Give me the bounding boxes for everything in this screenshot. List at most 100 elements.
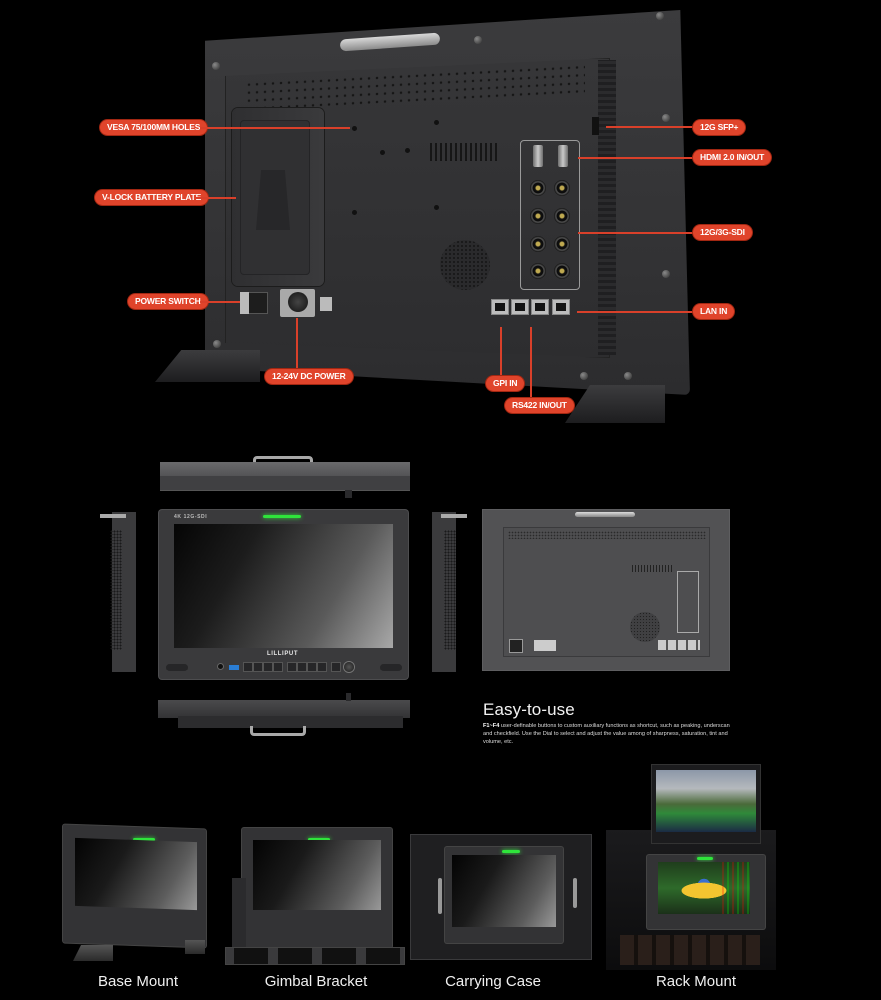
- dial-knob-top: [345, 490, 352, 498]
- f4-button[interactable]: [318, 663, 326, 671]
- mount-label-base: Base Mount: [97, 973, 179, 990]
- vesa-hole: [380, 150, 385, 155]
- leader-line: [296, 318, 298, 370]
- leader-line: [200, 127, 350, 129]
- f2-button[interactable]: [298, 663, 306, 671]
- callout-rs422: RS422 IN/OUT: [505, 398, 574, 413]
- leader-line: [196, 197, 236, 199]
- leader-line: [578, 157, 694, 159]
- feature-title: Easy-to-use: [483, 700, 575, 719]
- tally-light: [263, 515, 301, 518]
- vesa-hole: [352, 210, 357, 215]
- vesa-hole: [405, 148, 410, 153]
- carrying-case-screen: [452, 855, 556, 927]
- f1-button[interactable]: [288, 663, 296, 671]
- usb-port: [229, 665, 239, 670]
- screw-icon: [474, 36, 482, 44]
- front-speaker-right: [380, 664, 402, 671]
- stand-foot-left: [155, 350, 260, 382]
- base-foot: [73, 945, 113, 961]
- feature-lead: F1~F4: [483, 723, 500, 729]
- rs422-out-port: [531, 299, 549, 315]
- leader-line: [500, 327, 502, 377]
- case-handle: [573, 878, 577, 908]
- vent-slots: [430, 143, 500, 161]
- sdi-bnc-port: [530, 180, 546, 196]
- rack-equipment: [620, 935, 760, 965]
- parrot-image: [658, 862, 750, 914]
- rs422-in-port: [511, 299, 529, 315]
- callout-power-switch: POWER SWITCH: [128, 294, 208, 309]
- side-vent-dots: [444, 530, 456, 650]
- rear-small-power-switch: [510, 640, 522, 652]
- gimbal-arm: [232, 878, 246, 953]
- xlr-4pin-connector: [288, 292, 308, 312]
- gimbal-bracket-screen: [253, 840, 381, 910]
- callout-gpi: GPI IN: [486, 376, 525, 391]
- tally-light: [502, 850, 520, 853]
- callout-sdi: 12G/3G-SDI: [693, 225, 752, 240]
- vesa-hole: [434, 120, 439, 125]
- mount-label-rack: Rack Mount: [655, 973, 737, 990]
- screw-icon: [662, 270, 670, 278]
- sdi-bnc-port: [554, 208, 570, 224]
- sdi-bnc-port: [530, 263, 546, 279]
- brand-logo: LILLIPUT: [267, 651, 299, 657]
- headphone-jack: [218, 664, 223, 669]
- dial-knob[interactable]: [344, 662, 354, 672]
- leader-line: [530, 327, 532, 399]
- io-panel: [520, 140, 580, 290]
- leader-line: [577, 311, 694, 313]
- rear-small-dc-port: [534, 640, 556, 651]
- model-badge: 4K 12G-SDI: [174, 514, 208, 520]
- feature-text: user-definable buttons to custom auxilia…: [483, 723, 730, 746]
- screw-icon: [212, 62, 220, 70]
- gimbal-base-tray: [226, 948, 404, 964]
- front-speaker-left: [166, 664, 188, 671]
- leader-line: [578, 232, 694, 234]
- stand-foot-right: [565, 385, 665, 423]
- callout-lan: LAN IN: [693, 304, 735, 319]
- rear-small-speaker: [630, 612, 660, 642]
- leader-line: [606, 126, 694, 128]
- waveform-overlay: [722, 862, 750, 914]
- tally-light: [697, 857, 713, 860]
- f3-button[interactable]: [308, 663, 316, 671]
- callout-dc-power: 12-24V DC POWER: [265, 369, 353, 384]
- tally-light: [308, 838, 330, 841]
- side-handle: [100, 514, 126, 518]
- base-mount-screen: [75, 837, 197, 911]
- lan-port: [552, 299, 570, 315]
- mount-label-gimbal: Gimbal Bracket: [264, 973, 368, 990]
- speaker-grille: [440, 240, 490, 290]
- front-button[interactable]: [264, 663, 272, 671]
- sdi-bnc-port: [530, 236, 546, 252]
- rear-small-handle: [575, 512, 635, 517]
- front-button[interactable]: [254, 663, 262, 671]
- dial-knob-bottom: [346, 693, 351, 701]
- dc-rating-label: [320, 297, 332, 311]
- menu-button[interactable]: [332, 663, 340, 671]
- gpi-port: [491, 299, 509, 315]
- screw-icon: [580, 372, 588, 380]
- rear-small-panel: [504, 528, 709, 656]
- stadium-image: [656, 770, 756, 832]
- front-button[interactable]: [244, 663, 252, 671]
- feature-description: F1~F4 user-definable buttons to custom a…: [483, 722, 733, 747]
- sfp-port: [592, 117, 599, 135]
- callout-vesa-holes: VESA 75/100MM HOLES: [100, 120, 208, 135]
- callout-vlock-plate: V-LOCK BATTERY PLATE: [95, 190, 209, 205]
- monitor-bottom-view: [158, 700, 410, 718]
- callout-sfp: 12G SFP+: [693, 120, 746, 135]
- front-button[interactable]: [274, 663, 282, 671]
- hdmi-out-port: [558, 145, 568, 167]
- case-handle: [438, 878, 442, 914]
- side-vent-dots: [110, 530, 122, 650]
- bottom-view-handle: [250, 726, 306, 736]
- sdi-bnc-port: [530, 208, 546, 224]
- side-vent: [598, 60, 616, 355]
- sdi-bnc-port: [554, 236, 570, 252]
- screw-icon: [662, 114, 670, 122]
- monitor-bottom-view-base: [178, 716, 403, 728]
- rear-small-io-panel: [677, 571, 699, 633]
